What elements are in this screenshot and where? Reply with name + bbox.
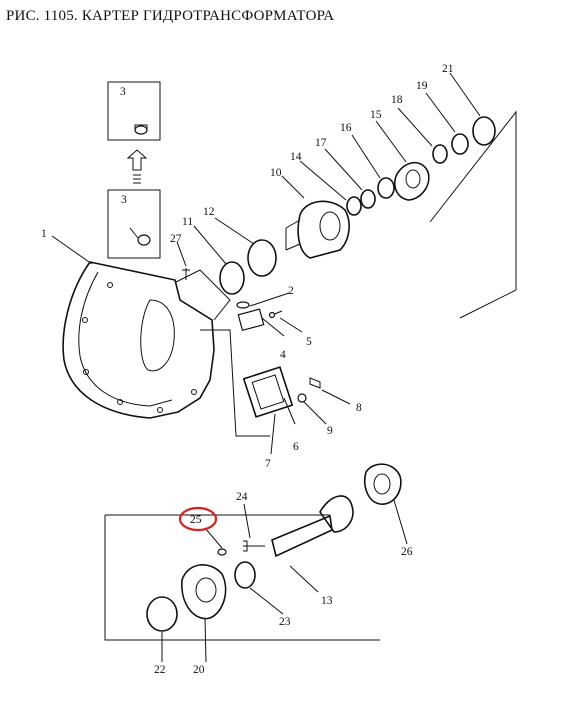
part-label-3-top: 3 — [120, 86, 126, 98]
part-label-13: 13 — [321, 595, 333, 607]
converter-housing — [62, 261, 270, 437]
part-label-15: 15 — [370, 109, 382, 121]
part-label-17: 17 — [315, 137, 327, 149]
inset-box-bottom — [107, 189, 161, 259]
part-label-5: 5 — [306, 336, 312, 348]
part-label-18: 18 — [391, 94, 403, 106]
part-labels: 1 2 3 3 4 5 6 7 8 9 10 11 12 13 14 15 16… — [41, 63, 454, 676]
inset-box-top — [107, 81, 161, 141]
part-label-11: 11 — [182, 216, 193, 228]
part-label-23: 23 — [279, 616, 291, 628]
part-label-24: 24 — [236, 491, 248, 503]
part-label-21: 21 — [442, 63, 454, 75]
part-label-8: 8 — [356, 402, 362, 414]
part-label-14: 14 — [290, 151, 302, 163]
part-label-7: 7 — [265, 458, 271, 470]
leader-lines — [51, 72, 481, 663]
small-parts-middle — [182, 268, 321, 418]
part-label-6: 6 — [293, 441, 299, 453]
part-label-16: 16 — [340, 122, 352, 134]
part-label-12: 12 — [203, 206, 215, 218]
part-label-9: 9 — [327, 425, 333, 437]
part-label-22: 22 — [154, 664, 166, 676]
lower-shaft-assembly — [104, 463, 402, 641]
part-label-4: 4 — [280, 349, 286, 361]
part-label-25: 25 — [190, 514, 202, 526]
part-label-1: 1 — [41, 228, 47, 240]
highlight-circle — [178, 506, 218, 532]
part-label-19: 19 — [416, 80, 428, 92]
part-label-2: 2 — [288, 285, 294, 297]
part-label-26: 26 — [401, 546, 413, 558]
part-label-3-bottom: 3 — [121, 194, 127, 206]
upper-shaft-assembly — [219, 110, 517, 319]
part-label-27: 27 — [170, 233, 182, 245]
arrow-up-icon — [126, 149, 148, 184]
part-label-20: 20 — [193, 664, 205, 676]
page-title: РИС. 1105. КАРТЕР ГИДРОТРАНСФОРМАТОРА — [6, 8, 335, 24]
part-label-10: 10 — [270, 167, 282, 179]
